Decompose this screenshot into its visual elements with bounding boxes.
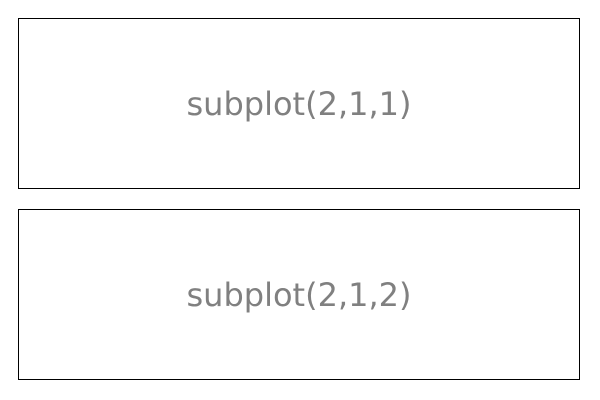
subplot-label-bottom: subplot(2,1,2) (186, 275, 412, 314)
subplot-panel-bottom: subplot(2,1,2) (18, 209, 580, 380)
subplot-label-top: subplot(2,1,1) (186, 84, 412, 123)
subplot-panel-top: subplot(2,1,1) (18, 18, 580, 189)
